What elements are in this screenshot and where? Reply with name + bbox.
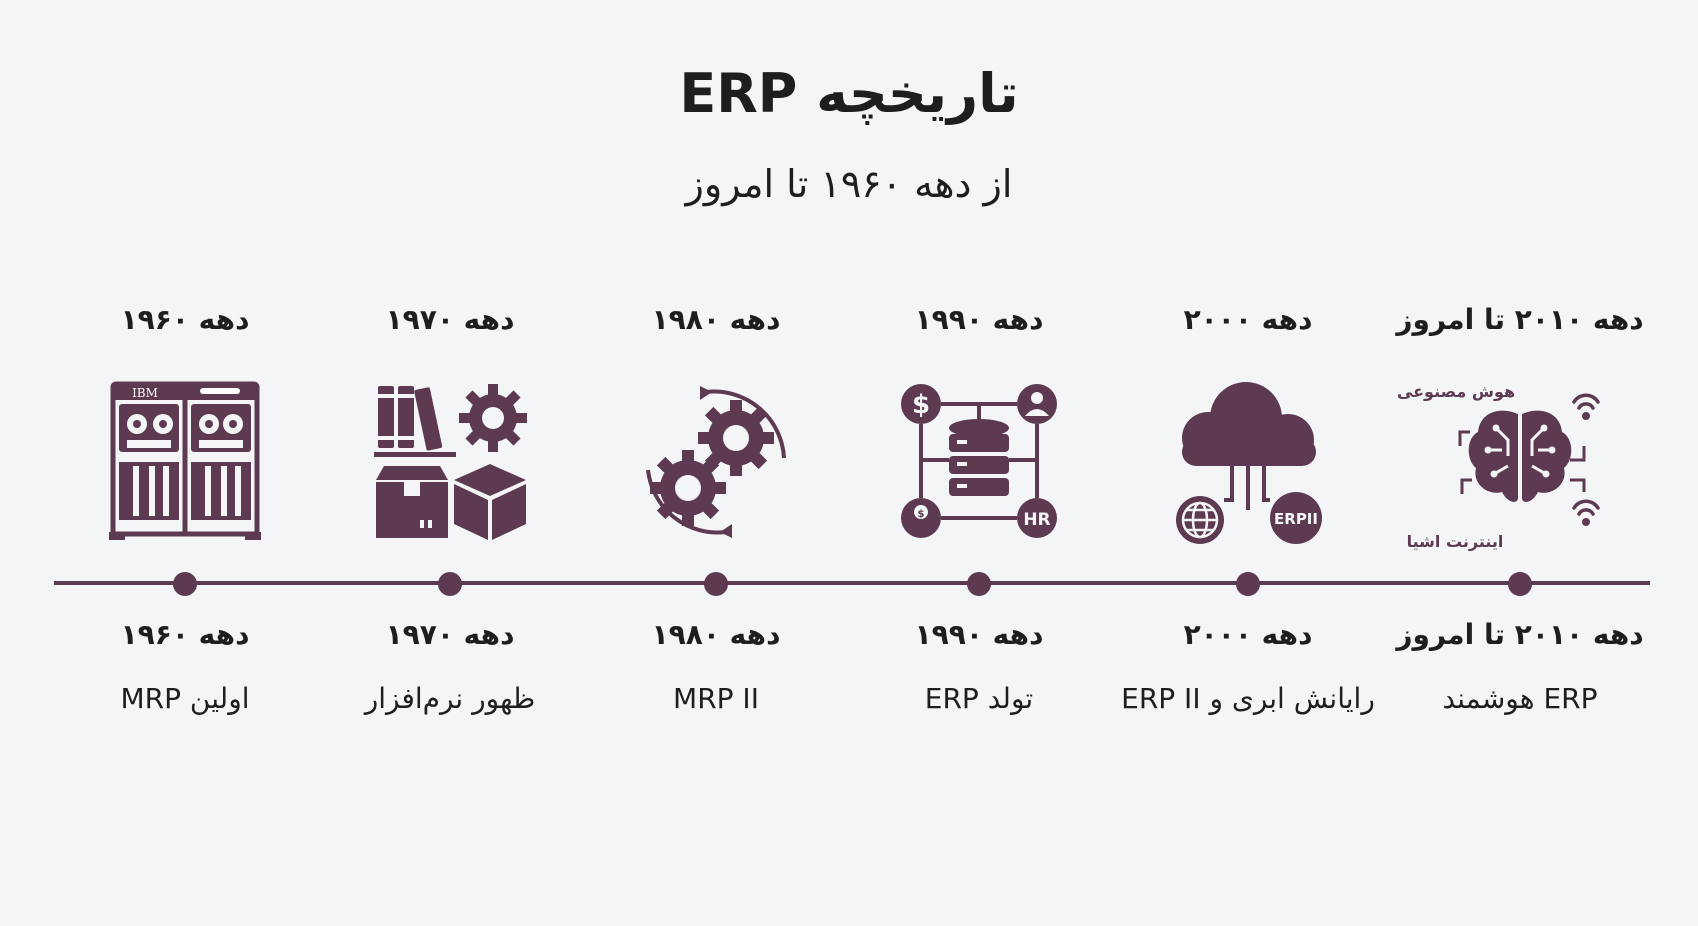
timeline-dot	[1236, 572, 1260, 596]
gears-cycle-icon	[646, 386, 786, 538]
era-1960s: دهه ۱۹۶۰ IBM	[55, 0, 315, 926]
era-description: تولد ERP	[924, 682, 1034, 715]
annotation-ai: هوش مصنوعی	[1396, 382, 1516, 401]
era-label-top: دهه ۱۹۹۰	[914, 303, 1044, 336]
timeline-dot	[704, 572, 728, 596]
era-description: رایانش ابری و ERP II	[1121, 682, 1375, 715]
books-gear-boxes-icon	[374, 384, 527, 540]
timeline-axis	[54, 581, 1650, 585]
timeline-dot	[438, 572, 462, 596]
erp2-badge: ERPII	[1274, 510, 1318, 528]
era-label-bottom: دهه ۱۹۷۰	[385, 618, 515, 651]
timeline-dot	[173, 572, 197, 596]
era-2010s-today: دهه ۲۰۱۰ تا امروز هوش مصنوعی اینترنت اشی…	[1390, 0, 1650, 926]
era-1970s: دهه ۱۹۷۰	[320, 0, 580, 926]
page-title: تاریخچه ERP	[679, 62, 1019, 125]
annotation-iot: اینترنت اشیا	[1406, 532, 1504, 551]
era-label-bottom: دهه ۱۹۶۰	[120, 618, 250, 651]
era-label-bottom: دهه ۱۹۹۰	[914, 618, 1044, 651]
era-label-top: دهه ۱۹۶۰	[120, 303, 250, 336]
era-label-bottom: دهه ۱۹۸۰	[651, 618, 781, 651]
era-description: ظهور نرم‌افزار	[364, 682, 536, 715]
database-network-icon: $ $ HR	[901, 384, 1057, 538]
mainframe-brand: IBM	[132, 386, 158, 400]
era-label-top: دهه ۱۹۸۰	[651, 303, 781, 336]
era-1990s: دهه ۱۹۹۰	[849, 0, 1109, 926]
era-label-top: دهه ۱۹۷۰	[385, 303, 515, 336]
svg-text:$: $	[918, 509, 925, 520]
timeline-dot	[1508, 572, 1532, 596]
page-subtitle: از دهه ۱۹۶۰ تا امروز	[685, 162, 1013, 206]
era-2000s: دهه ۲۰۰۰ ERPII	[1118, 0, 1378, 926]
timeline-dot	[967, 572, 991, 596]
era-1980s: دهه ۱۹۸۰	[586, 0, 846, 926]
era-label-top: دهه ۲۰۱۰ تا امروز	[1396, 303, 1644, 336]
era-description: ERP هوشمند	[1442, 682, 1598, 715]
era-description: MRP II	[673, 682, 759, 715]
era-label-bottom: دهه ۲۰۱۰ تا امروز	[1396, 618, 1644, 651]
era-description: اولین MRP	[120, 682, 250, 715]
ai-brain-icon	[1458, 393, 1600, 526]
hr-badge: HR	[1023, 510, 1050, 530]
cloud-network-icon: ERPII	[1176, 382, 1322, 544]
era-label-bottom: دهه ۲۰۰۰	[1183, 618, 1313, 651]
era-label-top: دهه ۲۰۰۰	[1183, 303, 1313, 336]
svg-text:$: $	[912, 390, 930, 420]
mainframe-icon: IBM	[109, 381, 261, 540]
